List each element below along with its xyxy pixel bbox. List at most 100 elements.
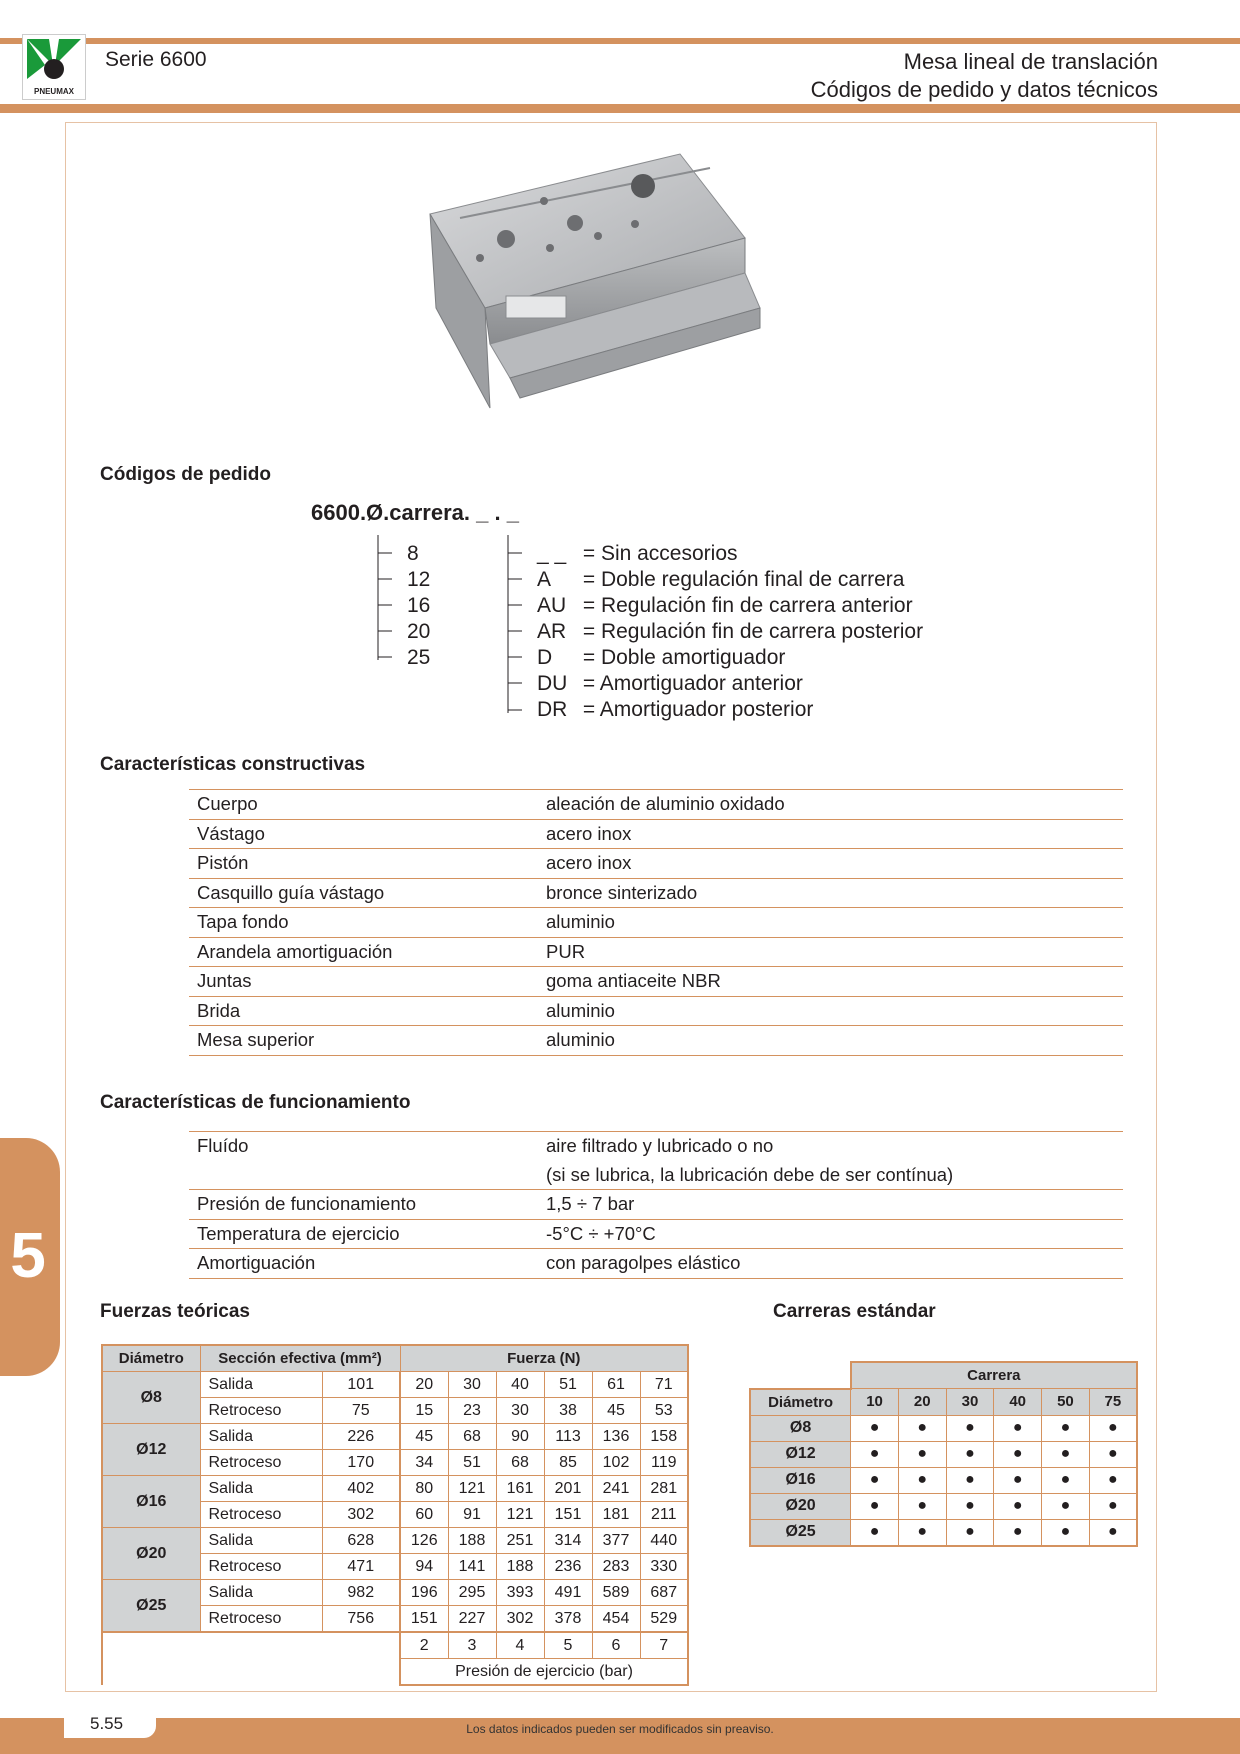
stroke-header: 75	[1088, 1388, 1138, 1416]
force-cell: 454	[591, 1605, 641, 1633]
stroke-available-mark: ●	[1041, 1440, 1090, 1468]
force-cell: 188	[447, 1527, 497, 1554]
section-cell: 471	[321, 1553, 401, 1580]
pressure-cell: 7	[639, 1631, 689, 1659]
order-codes-heading: Códigos de pedido	[100, 464, 271, 485]
logo-text: PNEUMAX	[34, 87, 75, 96]
diameter-cell: Ø20	[749, 1492, 852, 1520]
logo-mark-icon: PNEUMAX	[27, 39, 81, 96]
spec-value: bronce sinterizado	[538, 878, 1123, 908]
header-bottom-band	[0, 104, 1240, 113]
force-cell: 38	[543, 1397, 593, 1424]
direction-cell: Salida	[199, 1579, 323, 1606]
pressure-cell: 5	[543, 1631, 593, 1659]
pressure-cell: 4	[495, 1631, 545, 1659]
direction-cell: Salida	[199, 1423, 323, 1450]
force-cell: 51	[447, 1449, 497, 1476]
stroke-available-mark: ●	[1041, 1414, 1090, 1442]
direction-cell: Retroceso	[199, 1553, 323, 1580]
force-cell: 51	[543, 1371, 593, 1398]
force-cell: 126	[399, 1527, 449, 1554]
operation-heading: Características de funcionamiento	[100, 1092, 411, 1113]
accessory-desc: = Amortiguador anterior	[582, 672, 803, 695]
force-cell: 90	[495, 1423, 545, 1450]
spec-value: -5°C ÷ +70°C	[538, 1219, 1123, 1249]
pressure-label: Presión de ejercicio (bar)	[399, 1658, 689, 1686]
stroke-available-mark: ●	[945, 1518, 995, 1547]
stroke-available-mark: ●	[993, 1440, 1043, 1468]
force-cell: 529	[639, 1605, 689, 1633]
stroke-available-mark: ●	[993, 1414, 1043, 1442]
force-cell: 85	[543, 1449, 593, 1476]
product-image	[429, 153, 761, 409]
diameter-cell: Ø12	[101, 1423, 201, 1476]
table-header-row: Diámetro Sección efectiva (mm²) Fuerza (…	[101, 1344, 689, 1372]
footer-band	[0, 1718, 1240, 1754]
diameter-option: 8	[407, 542, 419, 565]
force-cell: 91	[447, 1501, 497, 1528]
spec-label: Vástago	[189, 819, 538, 849]
force-cell: 102	[591, 1449, 641, 1476]
spec-label: Temperatura de ejercicio	[189, 1219, 538, 1249]
spec-value: (si se lubrica, la lubricación debe de s…	[538, 1160, 1123, 1190]
accessory-option: D = Doble amortiguador	[537, 646, 785, 670]
section-cell: 756	[321, 1605, 401, 1633]
section-cell: 75	[321, 1397, 401, 1424]
diameter-cell: Ø25	[749, 1518, 852, 1547]
force-cell: 687	[639, 1579, 689, 1606]
force-cell: 45	[399, 1423, 449, 1450]
diameter-cell: Ø8	[101, 1371, 201, 1424]
empty-cell	[750, 1362, 851, 1389]
stroke-available-mark: ●	[897, 1492, 947, 1520]
accessory-desc: = Doble regulación final de carrera	[582, 568, 905, 591]
series-label: Serie 6600	[105, 48, 207, 71]
force-cell: 161	[495, 1475, 545, 1502]
stroke-header: 30	[945, 1388, 995, 1416]
table-row: Ø12●●●●●●	[749, 1440, 1138, 1468]
stroke-available-mark: ●	[945, 1440, 995, 1468]
page-number: 5.55	[90, 1714, 124, 1733]
accessory-option: _ _ = Sin accesorios	[537, 542, 738, 566]
stroke-available-mark: ●	[897, 1440, 947, 1468]
spec-value: 1,5 ÷ 7 bar	[538, 1189, 1123, 1220]
diameter-cell: Ø25	[101, 1579, 201, 1633]
direction-cell: Retroceso	[199, 1397, 323, 1424]
force-cell: 188	[495, 1553, 545, 1580]
stroke-available-mark: ●	[1041, 1466, 1090, 1494]
spec-value: con paragolpes elástico	[538, 1248, 1123, 1279]
force-cell: 251	[495, 1527, 545, 1554]
force-cell: 94	[399, 1553, 449, 1580]
force-cell: 34	[399, 1449, 449, 1476]
accessory-code: DR	[537, 698, 568, 721]
col-header-section: Sección efectiva (mm²)	[199, 1344, 401, 1372]
spec-value: aire filtrado y lubricado o no	[538, 1131, 1123, 1161]
force-cell: 23	[447, 1397, 497, 1424]
force-cell: 40	[495, 1371, 545, 1398]
force-cell: 196	[399, 1579, 449, 1606]
forces-table: Diámetro Sección efectiva (mm²) Fuerza (…	[101, 1344, 689, 1686]
empty-cell	[102, 1659, 400, 1686]
stroke-available-mark: ●	[945, 1414, 995, 1442]
direction-cell: Retroceso	[199, 1501, 323, 1528]
force-cell: 589	[591, 1579, 641, 1606]
force-cell: 281	[639, 1475, 689, 1502]
force-cell: 158	[639, 1423, 689, 1450]
spec-label: Cuerpo	[189, 789, 538, 820]
force-cell: 302	[495, 1605, 545, 1633]
spec-label: Tapa fondo	[189, 907, 538, 938]
force-cell: 283	[591, 1553, 641, 1580]
empty-cell	[102, 1631, 400, 1659]
stroke-available-mark: ●	[1088, 1414, 1138, 1442]
page-title-line2: Códigos de pedido y datos técnicos	[810, 77, 1158, 102]
